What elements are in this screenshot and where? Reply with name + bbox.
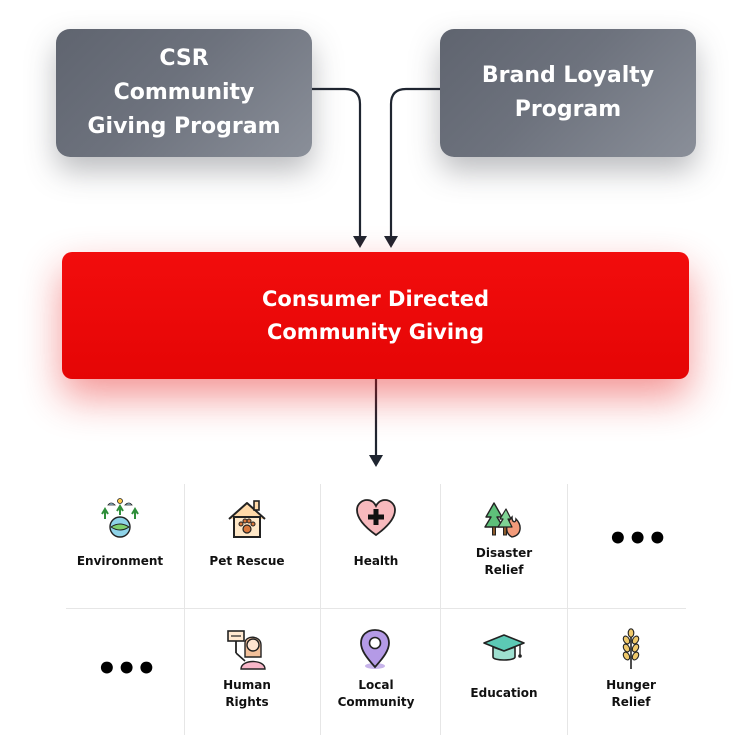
csr-line-1: CSR	[159, 46, 209, 71]
consumer-line-2: Community Giving	[266, 319, 485, 344]
consumer-directed-box: Consumer Directed Community Giving	[62, 252, 689, 379]
category-label-line-2: Relief	[611, 695, 651, 709]
category-label-line-2: Relief	[484, 563, 524, 577]
category-label-line-1: Local	[358, 678, 394, 692]
forest-fire-icon	[484, 502, 521, 538]
grid-divider	[66, 608, 686, 609]
category-local-community: Local Community	[316, 627, 436, 711]
csr-line-2: Community	[113, 80, 255, 105]
category-education: Education	[444, 627, 564, 702]
environment-icon	[101, 498, 139, 538]
category-disaster-relief: Disaster Relief	[444, 497, 564, 579]
category-human-rights: Human Rights	[187, 627, 307, 711]
category-label-line-2: Community	[337, 695, 415, 709]
grid-divider	[440, 484, 441, 735]
brand-loyalty-box: Brand Loyalty Program	[440, 29, 696, 157]
location-pin-icon	[360, 629, 390, 669]
pet-house-icon	[228, 500, 266, 538]
wheat-icon	[622, 628, 640, 669]
category-health: Health	[316, 497, 436, 570]
category-label: Education	[470, 686, 538, 700]
brand-line-1: Brand Loyalty	[481, 63, 655, 88]
arrow-csr-to-consumer	[312, 87, 362, 238]
protest-sign-icon	[227, 630, 266, 670]
more-categories-indicator: •••	[96, 649, 157, 689]
category-label-line-1: Hunger	[606, 678, 656, 692]
category-label-line-2: Rights	[225, 695, 269, 709]
category-label-line-1: Disaster	[475, 546, 533, 560]
grid-divider	[184, 484, 185, 735]
graduation-cap-icon	[483, 634, 525, 661]
csr-program-box: CSR Community Giving Program	[56, 29, 312, 157]
heart-plus-icon	[356, 499, 396, 537]
arrow-brand-to-consumer	[389, 87, 440, 238]
category-label: Health	[353, 554, 399, 568]
category-environment: Environment	[60, 497, 180, 570]
category-label-line-1: Human	[223, 678, 271, 692]
category-hunger-relief: Hunger Relief	[571, 627, 691, 711]
category-pet-rescue: Pet Rescue	[187, 497, 307, 570]
csr-line-3: Giving Program	[87, 114, 281, 139]
consumer-line-1: Consumer Directed	[261, 286, 490, 311]
brand-line-2: Program	[514, 97, 622, 122]
category-label: Environment	[76, 554, 164, 568]
grid-divider	[320, 484, 321, 735]
more-categories-indicator: •••	[607, 519, 668, 559]
category-label: Pet Rescue	[209, 554, 285, 568]
grid-divider	[567, 484, 568, 735]
